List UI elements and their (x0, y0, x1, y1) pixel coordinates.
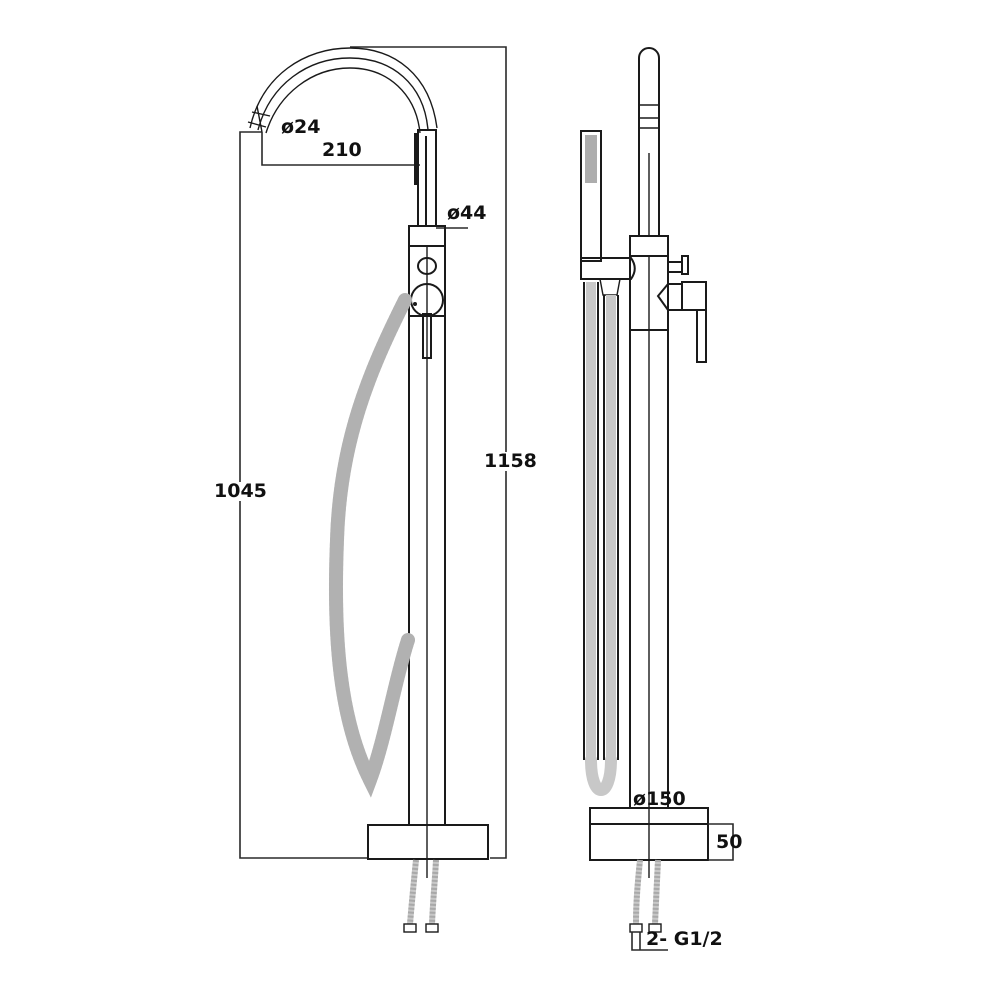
dimension-line-spout-reach (261, 132, 420, 166)
base-side (589, 807, 709, 861)
lever-handle-side (696, 309, 707, 363)
label-spout-height: 1045 (214, 480, 267, 502)
spout-side (638, 47, 660, 236)
dimension-line-overall-height (350, 46, 507, 859)
label-base-diameter: ø150 (633, 788, 686, 810)
label-inlet-connections: 2- G1/2 (646, 928, 723, 950)
front-view (239, 46, 507, 933)
side-view (580, 47, 734, 951)
column-side (629, 330, 669, 878)
label-body-diameter: ø44 (447, 202, 487, 224)
spout (247, 47, 438, 134)
spout-riser (414, 129, 437, 227)
supply-hoses-side (629, 859, 668, 951)
label-spout-diameter: ø24 (281, 116, 321, 138)
column (408, 246, 446, 878)
label-base-height: 50 (716, 831, 743, 853)
shower-hose-side (583, 282, 619, 796)
base (367, 824, 489, 860)
label-spout-reach: 210 (322, 139, 362, 161)
shower-hose (328, 293, 415, 798)
hand-shower (580, 130, 602, 262)
dimension-line-base-height (708, 823, 734, 861)
shower-head-spray-face (585, 135, 597, 183)
label-overall-height: 1158 (484, 450, 537, 472)
supply-hoses-front (403, 859, 439, 933)
